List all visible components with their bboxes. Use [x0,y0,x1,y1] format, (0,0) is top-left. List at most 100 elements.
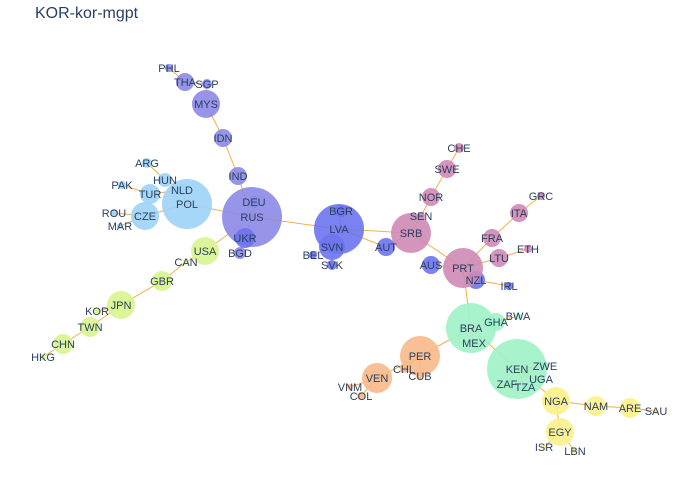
node-che[interactable] [454,143,464,153]
node-eth[interactable] [524,245,532,253]
node-bel[interactable] [309,251,317,259]
node-col[interactable] [357,392,365,400]
node-egy[interactable] [546,418,574,446]
node-mex[interactable] [470,339,478,347]
node-ukr[interactable] [235,228,255,248]
node-label-aus: AUS [420,260,443,272]
node-swe[interactable] [438,160,456,178]
node-sgp[interactable] [202,79,212,89]
node-pak[interactable] [118,181,126,189]
node-twn[interactable] [80,317,100,337]
node-cub[interactable] [416,372,424,380]
node-srb[interactable] [391,213,431,253]
node-label-chn: CHN [51,339,75,351]
node-label-vnm: VNM [338,382,362,394]
node-chl[interactable] [400,365,408,373]
node-aut[interactable] [377,238,395,256]
node-label-zaf: ZAF [497,379,518,391]
node-label-svk: SVK [321,260,344,272]
node-label-sen: SEN [410,211,433,223]
node-zaf[interactable] [503,380,511,388]
node-mar[interactable] [117,223,123,229]
node-label-gbr: GBR [150,276,174,288]
node-hkg[interactable] [40,354,46,360]
node-bgd[interactable] [234,247,246,259]
node-mys[interactable] [192,90,220,118]
node-bwa[interactable] [515,313,521,319]
node-gha[interactable] [487,313,505,331]
node-ita[interactable] [510,204,528,222]
node-label-eth: ETH [517,244,539,256]
node-label-cub: CUB [408,371,431,383]
node-label-mys: MYS [194,99,218,111]
node-label-chl: CHL [393,364,415,376]
node-label-tur: TUR [139,189,162,201]
node-ken[interactable] [487,339,547,399]
node-label-pak: PAK [111,180,133,192]
node-are[interactable] [620,398,640,418]
node-label-bra: BRA [460,323,483,335]
node-label-ita: ITA [511,208,528,220]
node-ven[interactable] [362,363,392,393]
node-pol[interactable] [162,179,212,229]
node-tha[interactable] [176,73,194,91]
node-svk[interactable] [327,260,337,270]
node-label-sau: SAU [645,406,668,418]
node-usa[interactable] [191,237,219,265]
node-per[interactable] [400,336,440,376]
node-grc[interactable] [537,192,545,200]
node-rou[interactable] [110,209,118,217]
node-aus[interactable] [422,256,440,274]
node-label-nzl: NZL [466,275,487,287]
node-label-hkg: HKG [31,352,55,364]
node-label-tha: THA [174,77,197,89]
node-label-egy: EGY [548,427,572,439]
node-gbr[interactable] [152,271,172,291]
node-label-nld: NLD [171,185,193,197]
node-lbn[interactable] [572,448,578,454]
node-label-idn: IDN [214,133,233,145]
node-label-svn: SVN [321,242,344,254]
node-cze[interactable] [131,202,159,230]
node-label-bgr: BGR [329,206,353,218]
node-jpn[interactable] [107,291,135,319]
node-arg[interactable] [142,158,152,168]
node-label-sgp: SGP [195,79,218,91]
node-tza[interactable] [521,383,529,391]
node-label-are: ARE [619,403,642,415]
node-nor[interactable] [422,188,440,206]
node-sau[interactable] [653,408,659,414]
node-isr[interactable] [541,444,547,450]
node-label-hun: HUN [153,175,177,187]
node-label-bel: BEL [303,250,324,262]
node-label-lva: LVA [329,224,349,236]
node-bra[interactable] [446,303,496,353]
node-idn[interactable] [214,129,232,147]
node-prt[interactable] [443,248,483,288]
node-chn[interactable] [53,334,73,354]
node-ltu[interactable] [490,249,508,267]
node-hun[interactable] [158,173,172,187]
node-nam[interactable] [586,396,606,416]
node-label-arg: ARG [135,158,159,170]
node-label-ltu: LTU [489,253,509,265]
node-uga[interactable] [537,375,545,383]
node-label-phl: PHL [158,63,179,75]
node-irl[interactable] [505,282,513,290]
node-svn[interactable] [319,234,345,260]
node-label-nor: NOR [419,192,444,204]
node-vnm[interactable] [347,384,353,390]
node-label-irl: IRL [500,281,517,293]
node-tur[interactable] [140,184,160,204]
node-nga[interactable] [542,387,570,415]
node-label-isr: ISR [535,442,553,454]
node-label-swe: SWE [434,164,459,176]
node-ind[interactable] [229,167,247,185]
node-label-mex: MEX [462,338,487,350]
node-can[interactable] [183,259,189,265]
node-fra[interactable] [483,229,501,247]
node-phl[interactable] [165,64,173,72]
node-kor[interactable] [94,308,100,314]
node-zwe[interactable] [541,362,549,370]
